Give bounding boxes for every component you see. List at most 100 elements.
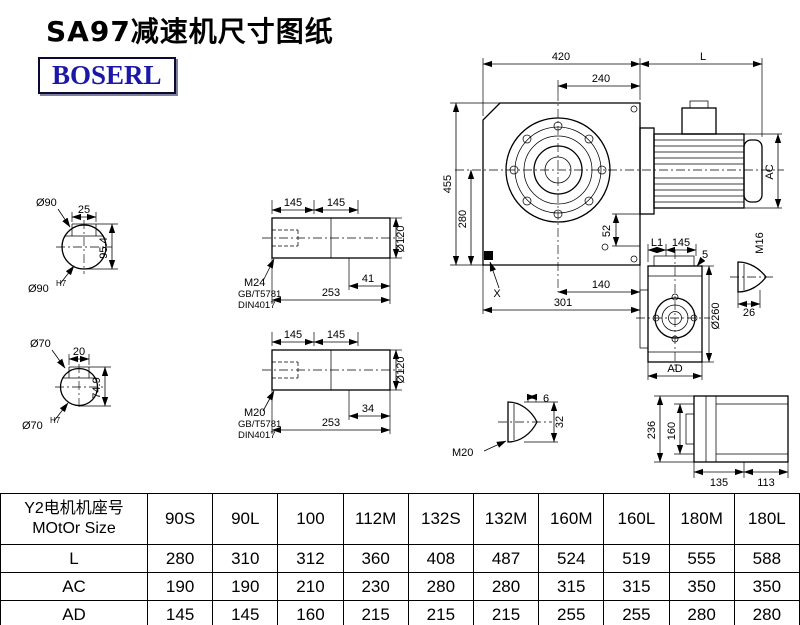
label-gb-top: GB/T5781 <box>238 289 281 300</box>
dimension-value-cell: 230 <box>342 572 409 601</box>
motor-size-header-en: MOtOr Size <box>32 520 116 537</box>
dim-41: 41 <box>362 273 374 285</box>
technical-drawing: 420 L 240 455 280 AC 52 140 301 <box>22 51 789 489</box>
dimension-value-cell: 215 <box>407 600 474 625</box>
motor-frame-column-header: 180M <box>668 493 735 545</box>
dim-260: Ø260 <box>710 303 722 330</box>
dimension-value-cell: 190 <box>146 572 214 601</box>
dimension-value-cell: 215 <box>472 600 540 625</box>
dim-AC: AC <box>764 164 776 179</box>
dim-145-side: 145 <box>672 237 690 249</box>
dimension-value-cell: 255 <box>538 600 605 625</box>
dim-120-bottom: Ø120 <box>395 357 407 384</box>
dim-34: 34 <box>362 403 374 415</box>
dimension-value-cell: 519 <box>603 544 670 573</box>
label-din-top: DIN4017 <box>238 300 276 311</box>
label-d70: Ø70 <box>30 338 51 350</box>
motor-frame-column-header: 180L <box>733 493 800 545</box>
dimension-value-cell: 160 <box>277 600 344 625</box>
dimension-value-cell: 210 <box>277 572 344 601</box>
dim-160: 160 <box>666 422 678 440</box>
dim-5: 5 <box>702 249 708 261</box>
key-detail: 6 32 M20 <box>452 393 566 459</box>
label-M24: M24 <box>244 277 265 289</box>
dimension-value-cell: 255 <box>603 600 670 625</box>
dim-26: 26 <box>743 307 755 319</box>
dimension-value-cell: 588 <box>733 544 800 573</box>
dim-20: 20 <box>73 346 85 358</box>
dim-280: 280 <box>457 210 469 228</box>
label-d90h7-tol: H7 <box>56 279 67 288</box>
dim-52: 52 <box>601 225 613 237</box>
dim-420: 420 <box>552 51 570 63</box>
motor-frame-column-header: 132M <box>472 493 540 545</box>
dimension-row-label: L <box>0 544 148 573</box>
dimension-value-cell: 280 <box>733 600 800 625</box>
motor-frame-column-header: 100 <box>277 493 344 545</box>
dimension-value-cell: 145 <box>146 600 214 625</box>
dimension-value-cell: 145 <box>212 600 279 625</box>
label-d90: Ø90 <box>36 197 57 209</box>
dimension-value-cell: 280 <box>668 600 735 625</box>
dim-253-bottom: 253 <box>322 417 340 429</box>
dim-74-9: 74.9 <box>91 377 103 398</box>
dimension-value-cell: 280 <box>407 572 474 601</box>
terminal-box <box>681 107 717 135</box>
dimension-value-cell: 190 <box>212 572 279 601</box>
dim-135: 135 <box>710 477 728 489</box>
bore-view-90: 25 Ø90 95.4 Ø90 H7 <box>28 197 118 295</box>
dim-L: L <box>700 51 706 63</box>
dim-AD: AD <box>667 363 682 375</box>
rear-view: 236 160 135 113 <box>646 395 789 489</box>
dim-253-top: 253 <box>322 287 340 299</box>
dim-236: 236 <box>646 421 658 439</box>
dim-113: 113 <box>757 477 775 489</box>
label-gb-bottom: GB/T5781 <box>238 419 281 430</box>
label-d70h7: Ø70 <box>22 420 43 432</box>
dim-95-4: 95.4 <box>98 237 110 258</box>
dimension-value-cell: 360 <box>342 544 409 573</box>
motor-size-header: Y2电机机座号 MOtOr Size <box>0 493 148 545</box>
dimension-value-cell: 310 <box>212 544 279 573</box>
dimension-value-cell: 408 <box>407 544 474 573</box>
dim-240: 240 <box>592 73 610 85</box>
dim-145b-top: 145 <box>327 197 345 209</box>
dim-145b-bottom: 145 <box>327 329 345 341</box>
dimension-value-cell: 524 <box>538 544 605 573</box>
dim-140: 140 <box>592 279 610 291</box>
dim-120-top: Ø120 <box>395 226 407 253</box>
dimension-value-cell: 280 <box>146 544 214 573</box>
dim-301: 301 <box>554 297 572 309</box>
dim-25: 25 <box>78 204 90 216</box>
side-view: L1 145 5 Ø260 M16 26 AD <box>636 232 774 380</box>
dimension-value-cell: 315 <box>538 572 605 601</box>
motor-frame-column-header: 160M <box>538 493 605 545</box>
shaft-view-top: 145 145 Ø120 M24 GB/T5781 DIN4017 41 253 <box>238 197 407 311</box>
dim-145a-top: 145 <box>284 197 302 209</box>
bore-view-70: 20 Ø70 74.9 Ø70 H7 <box>22 338 111 432</box>
dimension-value-cell: 312 <box>277 544 344 573</box>
dim-32: 32 <box>554 416 566 428</box>
motor-frame-column-header: 132S <box>407 493 474 545</box>
motor-frame-column-header: 160L <box>603 493 670 545</box>
motor-size-header-cn: Y2电机机座号 <box>24 500 124 517</box>
main-view: 420 L 240 455 280 AC 52 140 301 <box>442 51 784 314</box>
dimension-row-label: AC <box>0 572 148 601</box>
dimension-value-cell: 555 <box>668 544 735 573</box>
logo-text: BOSERL <box>52 60 162 90</box>
dim-M16: M16 <box>754 232 766 253</box>
boserl-logo: BOSERL <box>38 57 176 94</box>
dim-6: 6 <box>543 393 549 405</box>
dimension-row-label: AD <box>0 600 148 625</box>
dim-455: 455 <box>442 175 454 193</box>
label-d90h7: Ø90 <box>28 283 49 295</box>
dimension-value-cell: 280 <box>472 572 540 601</box>
motor-frame-column-header: 112M <box>342 493 409 545</box>
dim-145a-bottom: 145 <box>284 329 302 341</box>
dimension-value-cell: 350 <box>733 572 800 601</box>
